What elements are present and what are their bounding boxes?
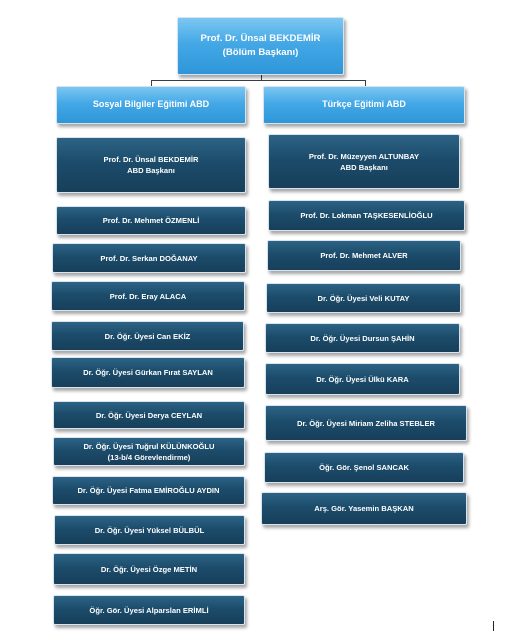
staff-name: Dr. Öğr. Üyesi Derya CEYLAN [95,410,203,420]
staff-box: Prof. Dr. Mehmet ALVER [267,240,461,271]
abd-head-name: Prof. Dr. Ünsal BEKDEMİR [103,155,199,164]
staff-note: (13-b/4 Görevlendirme) [107,452,191,462]
staff-box: Dr. Öğr. Üyesi Gürkan Fırat SAYLAN [51,357,245,388]
staff-box: Öğr. Gör. Üyesi Alparslan ERİMLİ [53,595,245,625]
staff-box: Öğr. Gör. Şenol SANCAK [264,452,464,483]
staff-name: Dr. Öğr. Üyesi Ülkü KARA [316,374,409,384]
staff-box: Prof. Dr. Lokman TAŞKESENLİOĞLU [268,200,465,231]
department-box-sosyal-bilgiler: Sosyal Bilgiler Eğitimi ABD [56,86,246,124]
staff-box: Dr. Öğr. Üyesi Miriam Zeliha STEBLER [265,405,467,441]
department-connector-line [151,80,366,81]
staff-box: Dr. Öğr. Üyesi Dursun ŞAHİN [265,323,460,353]
staff-name: Öğr. Gör. Şenol SANCAK [319,463,409,472]
staff-box: Dr. Öğr. Üyesi Özge METİN [53,553,245,585]
root-connector-line [261,75,262,81]
staff-name: Prof. Dr. Serkan DOĞANAY [100,253,198,263]
staff-name: Dr. Öğr. Üyesi Özge METİN [100,564,198,574]
staff-name: Dr. Öğr. Üyesi Tuğrul KÜLÜNKOĞLU [83,441,215,451]
staff-name: Prof. Dr. Mehmet ÖZMENLİ [102,216,200,225]
abd-head-box-sosyal-bilgiler: Prof. Dr. Ünsal BEKDEMİR ABD Başkanı [56,137,246,193]
staff-box: Dr. Öğr. Üyesi Fatma EMİROĞLU AYDIN [52,476,245,505]
staff-name: Dr. Öğr. Üyesi Fatma EMİROĞLU AYDIN [77,486,220,495]
staff-box: Arş. Gör. Yasemin BAŞKAN [261,492,467,525]
department-connector-right [365,80,366,86]
staff-box: Dr. Öğr. Üyesi Can EKİZ [51,321,244,351]
staff-name: Prof. Dr. Lokman TAŞKESENLİOĞLU [300,211,433,220]
staff-box: Dr. Öğr. Üyesi Yüksel BÜLBÜL [54,515,245,545]
staff-name: Dr. Öğr. Üyesi Miriam Zeliha STEBLER [297,418,435,428]
staff-name: Arş. Gör. Yasemin BAŞKAN [314,504,414,513]
department-title: Sosyal Bilgiler Eğitimi ABD [92,99,210,110]
staff-box: Dr. Öğr. Üyesi Tuğrul KÜLÜNKOĞLU (13-b/4… [53,437,245,466]
staff-box: Prof. Dr. Eray ALACA [51,281,245,311]
staff-name: Prof. Dr. Eray ALACA [109,291,187,301]
staff-box: Dr. Öğr. Üyesi Veli KUTAY [266,283,461,313]
department-head-name: Prof. Dr. Ünsal BEKDEMİR [200,33,321,45]
abd-head-role: ABD Başkanı [127,166,175,175]
department-head-box: Prof. Dr. Ünsal BEKDEMİR (Bölüm Başkanı) [177,17,344,75]
staff-name: Dr. Öğr. Üyesi Dursun ŞAHİN [310,333,415,343]
abd-head-box-turkce: Prof. Dr. Müzeyyen ALTUNBAY ABD Başkanı [268,134,460,189]
department-head-role: (Bölüm Başkanı) [222,47,299,58]
staff-name: Öğr. Gör. Üyesi Alparslan ERİMLİ [89,605,209,615]
department-connector-left [151,80,152,86]
staff-name: Prof. Dr. Mehmet ALVER [320,251,408,260]
staff-name: Dr. Öğr. Üyesi Veli KUTAY [317,293,410,303]
abd-head-name: Prof. Dr. Müzeyyen ALTUNBAY [308,151,420,161]
staff-box: Prof. Dr. Mehmet ÖZMENLİ [56,206,246,235]
abd-head-role: ABD Başkanı [340,162,388,172]
staff-name: Dr. Öğr. Üyesi Yüksel BÜLBÜL [94,525,205,535]
staff-name: Dr. Öğr. Üyesi Can EKİZ [104,331,191,341]
staff-box: Dr. Öğr. Üyesi Ülkü KARA [265,363,460,395]
staff-box: Dr. Öğr. Üyesi Derya CEYLAN [53,401,245,429]
staff-box: Prof. Dr. Serkan DOĞANAY [52,243,246,273]
staff-name: Dr. Öğr. Üyesi Gürkan Fırat SAYLAN [83,368,213,377]
text-cursor-mark [493,621,494,631]
department-box-turkce: Türkçe Eğitimi ABD [263,86,465,124]
department-title: Türkçe Eğitimi ABD [322,99,406,110]
